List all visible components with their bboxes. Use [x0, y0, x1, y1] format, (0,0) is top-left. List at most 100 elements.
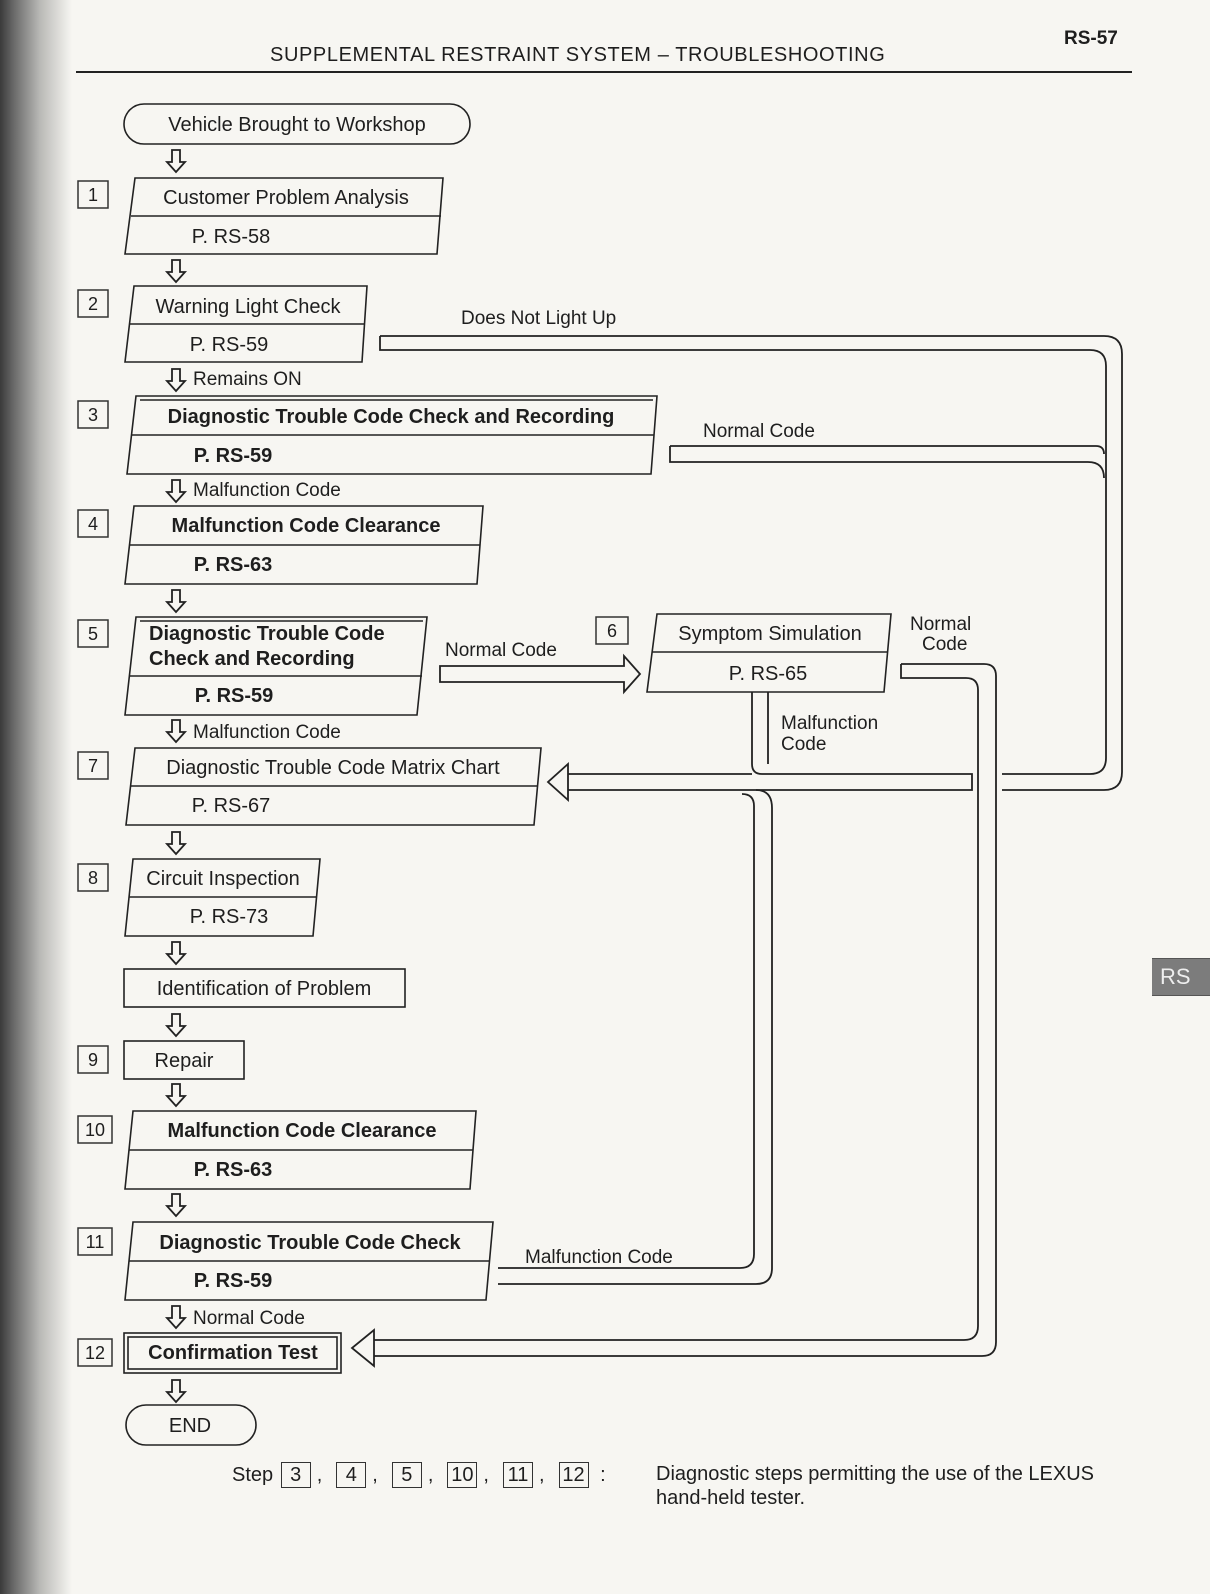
footnote-step-word: Step [232, 1464, 274, 1486]
arrow-9-to-10 [166, 1083, 186, 1107]
step-title: Malfunction Code Clearance [168, 1120, 437, 1142]
end-label: END [169, 1415, 211, 1437]
pipe-normal-code-3 [670, 445, 1105, 455]
step-number: 6 [607, 621, 617, 641]
step-ref: P. RS-58 [192, 226, 271, 248]
step-9-repair: 9 Repair [77, 1040, 245, 1080]
arrow-10-to-11 [166, 1193, 186, 1217]
identification-of-problem: Identification of Problem [123, 968, 406, 1008]
step-title-line1: Diagnostic Trouble Code [149, 623, 385, 645]
label-does-not-light-up: Does Not Light Up [461, 308, 616, 329]
arrow-11-to-12 [166, 1305, 186, 1329]
step-title-line2: Check and Recording [149, 648, 355, 670]
step-3-dtc-check-recording: 3 Diagnostic Trouble Code Check and Reco… [77, 395, 658, 475]
footnote: Step 3,4,5,10,11,12 : Diagnostic steps p… [232, 1462, 1094, 1509]
footnote-step-box: 4 [336, 1462, 367, 1488]
step-number: 12 [85, 1343, 105, 1363]
pipe-does-not-light-up [379, 336, 1107, 775]
step-title: Identification of Problem [157, 978, 372, 1000]
step-5-dtc-check-recording: 5 Diagnostic Trouble Code Check and Reco… [77, 616, 428, 716]
step-number: 3 [88, 405, 98, 425]
label-malfunction-code-5: Malfunction Code [193, 722, 341, 743]
label-normal-code-3: Normal Code [703, 421, 815, 442]
step-4-malfunction-code-clearance: 4 Malfunction Code Clearance P. RS-63 [77, 505, 484, 585]
step-number: 7 [88, 756, 98, 776]
arrow-2-to-3 [166, 368, 186, 392]
step-title: Diagnostic Trouble Code Check [159, 1232, 461, 1254]
step-number: 2 [88, 294, 98, 314]
step-ref: P. RS-59 [195, 685, 274, 707]
step-11-dtc-check: 11 Diagnostic Trouble Code Check P. RS-5… [77, 1221, 494, 1301]
step-ref: P. RS-73 [190, 906, 269, 928]
step-title: Customer Problem Analysis [163, 187, 409, 209]
footnote-step-box: 11 [502, 1462, 533, 1488]
footnote-step-box: 12 [558, 1462, 589, 1488]
step-ref: P. RS-67 [192, 795, 271, 817]
page-binding-shadow [0, 0, 72, 1594]
label-malfunction-code-3: Malfunction Code [193, 480, 341, 501]
step-number: 4 [88, 514, 98, 534]
step-title: Symptom Simulation [678, 623, 861, 645]
header-rule [76, 71, 1132, 73]
arrow-identify-to-9 [166, 1013, 186, 1037]
step-10-malfunction-code-clearance: 10 Malfunction Code Clearance P. RS-63 [77, 1110, 477, 1190]
page-code: RS-57 [1064, 28, 1118, 49]
label-normal-6-line1: Normal [910, 614, 971, 635]
arrow-12-to-end [166, 1379, 186, 1403]
step-number: 1 [88, 185, 98, 205]
step-title: Repair [155, 1050, 214, 1072]
step-number: 8 [88, 868, 98, 888]
label-normal-code-11: Normal Code [193, 1308, 305, 1329]
section-tab-label: RS [1160, 964, 1191, 989]
step-12-confirmation-test: 12 Confirmation Test [77, 1332, 342, 1374]
step-title: Diagnostic Trouble Code Matrix Chart [166, 757, 500, 779]
label-malfunction-6-line1: Malfunction [781, 713, 878, 734]
arrow-to-step-12 [350, 1328, 375, 1368]
step-title: Confirmation Test [148, 1342, 318, 1364]
step-ref: P. RS-59 [194, 1270, 273, 1292]
start-label: Vehicle Brought to Workshop [168, 114, 426, 136]
arrow-7-to-8 [166, 831, 186, 855]
start-terminal: Vehicle Brought to Workshop [123, 103, 471, 145]
end-terminal: END [125, 1404, 257, 1446]
arrow-1-to-2 [166, 259, 186, 283]
footnote-step-box: 5 [391, 1462, 422, 1488]
pipe-malfunction-code-11 [498, 793, 755, 1269]
step-ref: P. RS-65 [729, 663, 808, 685]
step-number: 10 [85, 1120, 105, 1140]
footnote-step-box: 10 [447, 1462, 478, 1488]
section-tab: RS [1152, 958, 1210, 996]
footnote-colon: : [600, 1464, 606, 1486]
step-2-warning-light-check: 2 Warning Light Check P. RS-59 [77, 285, 368, 363]
arrow-4-to-5 [166, 589, 186, 613]
arrow-5-to-6 [439, 653, 642, 695]
arrow-8-to-identify [166, 941, 186, 965]
step-title: Warning Light Check [156, 296, 342, 318]
step-title: Circuit Inspection [146, 868, 299, 890]
arrow-start-to-1 [166, 149, 186, 173]
step-1-customer-problem-analysis: 1 Customer Problem Analysis P. RS-58 [77, 177, 444, 255]
step-number: 5 [88, 624, 98, 644]
label-malfunction-code-11: Malfunction Code [525, 1247, 673, 1268]
page-title: SUPPLEMENTAL RESTRAINT SYSTEM – TROUBLES… [270, 44, 886, 66]
step-6-symptom-simulation: 6 Symptom Simulation P. RS-65 [595, 613, 892, 693]
label-remains-on: Remains ON [193, 369, 302, 390]
pipe-normal-code-6 [372, 663, 997, 1357]
footnote-description: Diagnostic steps permitting the use of t… [656, 1463, 1095, 1509]
pipe-malfunction-code-6 [568, 692, 973, 791]
step-number: 9 [88, 1050, 98, 1070]
label-malfunction-6-line2: Code [781, 734, 826, 755]
step-ref: P. RS-63 [194, 1159, 273, 1181]
step-ref: P. RS-63 [194, 554, 273, 576]
label-normal-6-line2: Code [922, 634, 967, 655]
step-number: 11 [86, 1232, 105, 1252]
step-title: Malfunction Code Clearance [172, 515, 441, 537]
footnote-step-box: 3 [280, 1462, 311, 1488]
step-8-circuit-inspection: 8 Circuit Inspection P. RS-73 [77, 858, 321, 937]
label-normal-code-5: Normal Code [445, 640, 557, 661]
step-ref: P. RS-59 [190, 334, 269, 356]
arrow-to-step-7 [546, 761, 569, 803]
step-7-dtc-matrix-chart: 7 Diagnostic Trouble Code Matrix Chart P… [77, 747, 542, 826]
step-ref: P. RS-59 [194, 445, 273, 467]
